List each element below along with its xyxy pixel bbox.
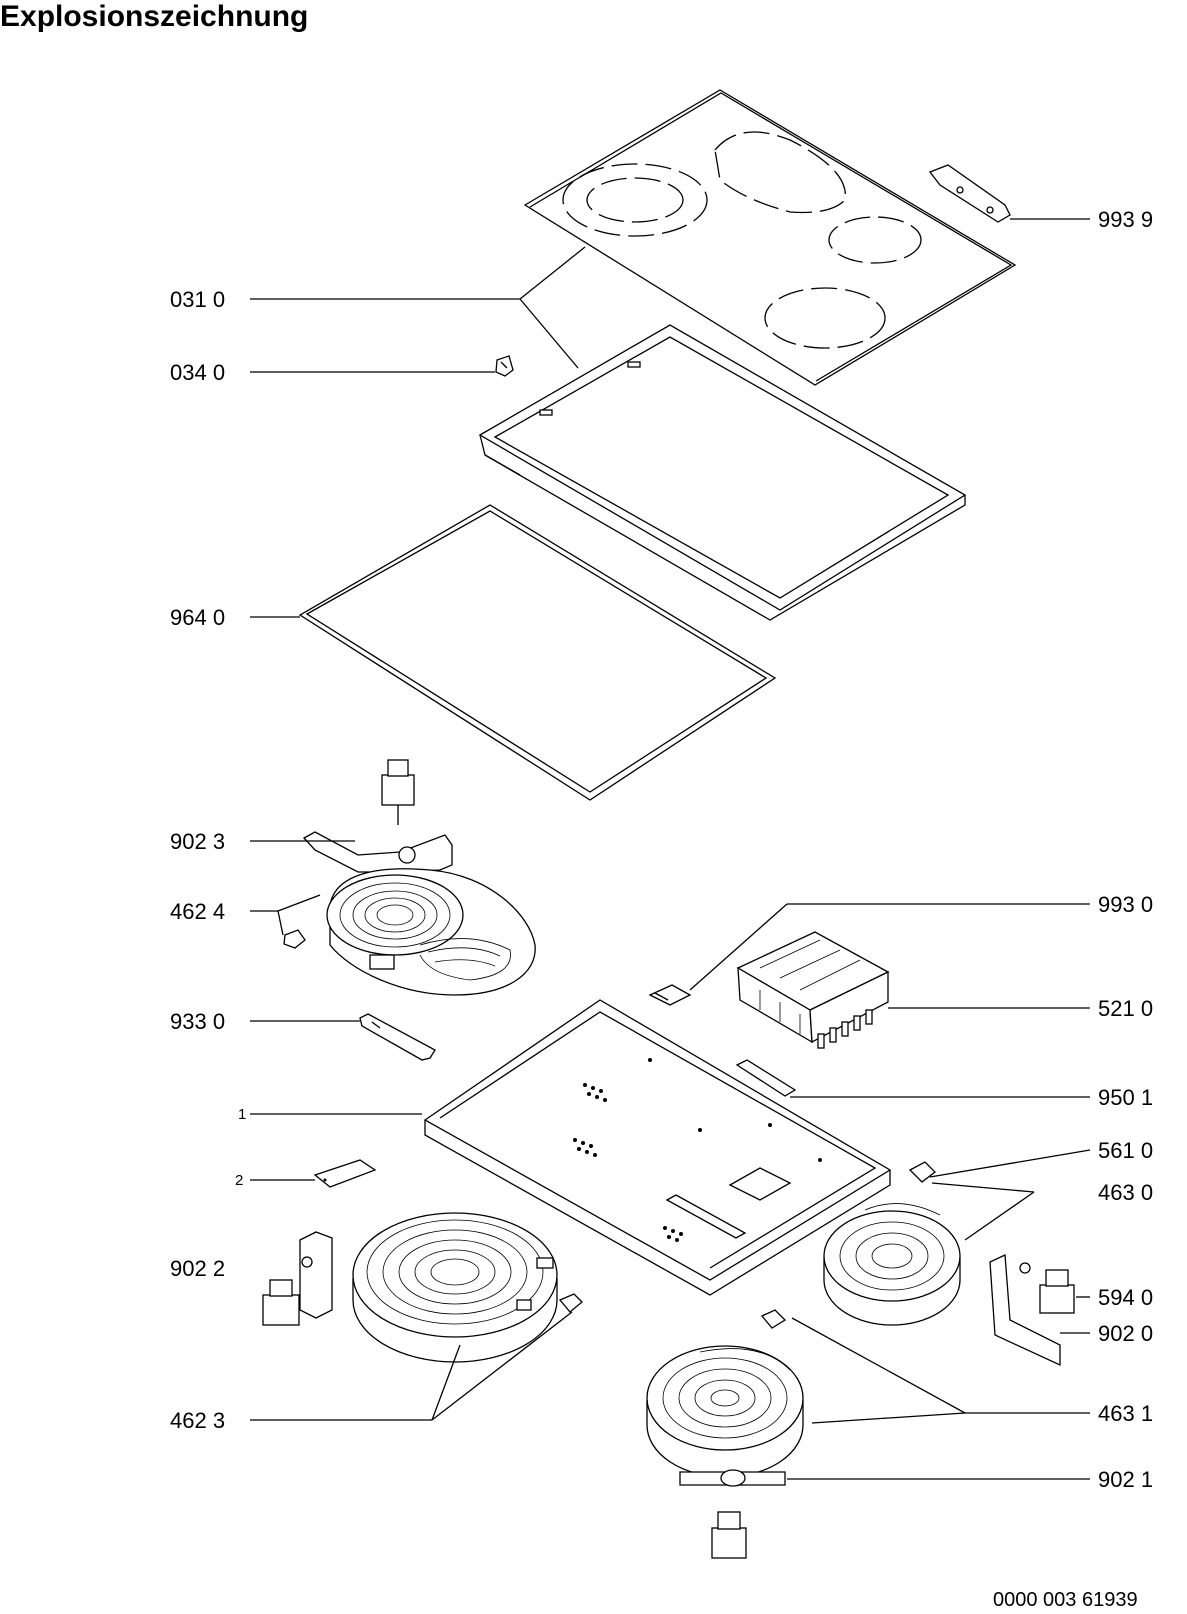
- label-902-0: 902 0: [1098, 1321, 1153, 1346]
- label-950-1: 950 1: [1098, 1085, 1153, 1110]
- label-462-4: 462 4: [170, 899, 225, 924]
- glass-ceramic-top: [523, 89, 1017, 386]
- hob-frame: [478, 324, 967, 621]
- label-933-0: 933 0: [170, 1009, 225, 1034]
- label-2: 2: [235, 1172, 243, 1189]
- controller-521-0: [736, 931, 890, 1049]
- label-993-9: 993 9: [1098, 207, 1153, 232]
- label-993-0: 993 0: [1098, 892, 1153, 917]
- label-462-3: 462 3: [170, 1408, 225, 1433]
- heating-element-462-4: [283, 759, 536, 996]
- leader-lines: [250, 218, 1091, 1480]
- plate-2: [313, 1159, 377, 1188]
- heating-element-463-0: [823, 1161, 961, 1326]
- page-title: Explosionszeichnung: [0, 0, 309, 33]
- plate-950-1: [735, 1059, 797, 1097]
- part-labels-left: 031 0 034 0 964 0 902 3 462 4 933 0 1 2 …: [170, 287, 246, 1433]
- label-1: 1: [238, 1106, 246, 1123]
- document-number: 0000 003 61939: [993, 1589, 1138, 1611]
- bracket-902-1: [679, 1469, 786, 1559]
- label-031-0: 031 0: [170, 287, 225, 312]
- clip-034-0: [495, 355, 514, 377]
- bracket-993-9: [928, 164, 1011, 223]
- label-594-0: 594 0: [1098, 1285, 1153, 1310]
- label-902-3: 902 3: [170, 829, 225, 854]
- seal-964-0: [298, 504, 777, 801]
- label-902-2: 902 2: [170, 1256, 225, 1281]
- label-034-0: 034 0: [170, 360, 225, 385]
- part-labels-right: 993 9 993 0 521 0 950 1 561 0 463 0 594 …: [1098, 207, 1153, 1492]
- label-964-0: 964 0: [170, 605, 225, 630]
- label-463-0: 463 0: [1098, 1180, 1153, 1205]
- label-902-1: 902 1: [1098, 1467, 1153, 1492]
- bottom-tray-1: [423, 999, 892, 1296]
- label-561-0: 561 0: [1098, 1138, 1153, 1163]
- heating-element-462-3: [262, 1212, 583, 1363]
- clip-993-0: [648, 984, 692, 1006]
- heating-element-463-1: [646, 1309, 804, 1478]
- label-463-1: 463 1: [1098, 1401, 1153, 1426]
- label-521-0: 521 0: [1098, 996, 1153, 1021]
- part-933-0: [359, 1013, 436, 1061]
- bracket-902-0: [989, 1254, 1075, 1367]
